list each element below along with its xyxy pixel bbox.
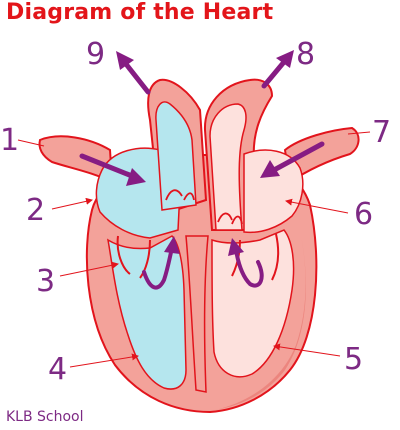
- aorta-lumen: [209, 103, 247, 231]
- pulmonary-artery-lumen: [155, 101, 197, 211]
- left-atrium: [243, 149, 304, 234]
- aortic-valve: [217, 212, 243, 225]
- label-8: 8: [296, 37, 315, 72]
- diagram-title: Diagram of the Heart: [6, 0, 274, 25]
- pulmonary-valve: [165, 189, 195, 201]
- septum: [185, 235, 209, 393]
- label-1: 1: [0, 123, 19, 158]
- left-ventricle: [211, 229, 295, 378]
- label-4: 4: [48, 352, 67, 387]
- pulmonary-vein-vessel: [283, 126, 360, 184]
- label-7: 7: [372, 115, 391, 150]
- callout-lines: [17, 131, 371, 368]
- label-5: 5: [344, 342, 363, 377]
- label-2: 2: [26, 193, 45, 228]
- vena-cava-vessel: [38, 135, 114, 184]
- tricuspid-valve: [116, 235, 151, 279]
- credit-text: KLB School: [6, 409, 84, 425]
- label-9: 9: [86, 37, 105, 72]
- blood-flow-arrows: [79, 50, 325, 290]
- label-3: 3: [36, 264, 55, 299]
- label-6: 6: [354, 197, 373, 232]
